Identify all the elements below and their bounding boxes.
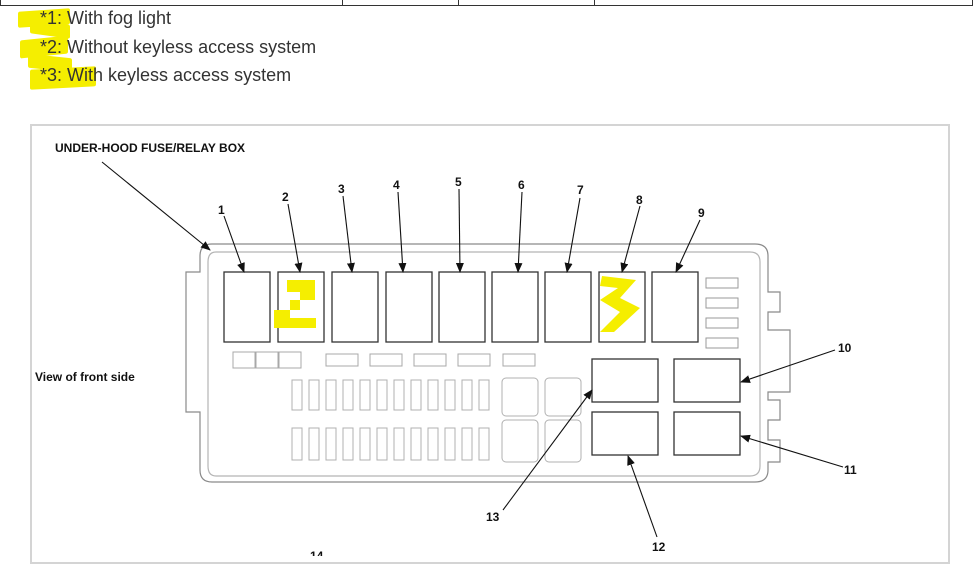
table-col-divider (458, 0, 459, 6)
lower-relays (591, 358, 741, 456)
footnote-1: *1: With fog light (40, 8, 172, 28)
callout-1: 1 (218, 203, 225, 217)
footnote-3: *3: With keyless access system (40, 65, 292, 85)
diagram-frame (30, 124, 950, 564)
relay-6 (491, 271, 539, 343)
table-col-divider (594, 0, 595, 6)
leader-lines (101, 161, 844, 538)
callout-8: 8 (636, 193, 643, 207)
relay-4 (385, 271, 433, 343)
callout-7: 7 (577, 183, 584, 197)
table-col-divider (972, 0, 973, 6)
callout-numbers: 1 2 3 4 5 6 7 8 9 10 11 12 13 14 (218, 175, 857, 556)
callout-14: 14 (310, 549, 324, 556)
relay-5 (438, 271, 486, 343)
callout-12: 12 (652, 540, 666, 554)
callout-13: 13 (486, 510, 500, 524)
relay-1 (223, 271, 271, 343)
relay-12 (591, 411, 659, 456)
fuse-box-housing (185, 243, 791, 483)
blade-fuse-grid (291, 377, 582, 463)
callout-10: 10 (838, 341, 852, 355)
view-label: View of front side (35, 370, 135, 384)
callout-6: 6 (518, 178, 525, 192)
callout-5: 5 (455, 175, 462, 189)
box-label: UNDER-HOOD FUSE/RELAY BOX (55, 141, 245, 155)
mini-fuse-column (705, 277, 739, 349)
callout-3: 3 (338, 182, 345, 196)
footnote-2: *2: Without keyless access system (40, 37, 317, 57)
callout-9: 9 (698, 206, 705, 220)
relay-7 (544, 271, 592, 343)
callout-11: 11 (844, 463, 857, 477)
fuse-row (232, 351, 536, 369)
relay-3 (331, 271, 379, 343)
relay-9 (651, 271, 699, 343)
table-col-divider (0, 0, 1, 6)
table-bottom-edge (0, 0, 975, 6)
relay-11 (673, 411, 741, 456)
handwritten-mark-3 (600, 276, 640, 332)
relay-10 (673, 358, 741, 403)
table-bottom-border (0, 5, 972, 6)
callout-2: 2 (282, 190, 289, 204)
relay-row (223, 271, 699, 343)
relay-13 (591, 358, 659, 403)
table-col-divider (342, 0, 343, 6)
handwritten-mark-2 (274, 280, 316, 328)
callout-4: 4 (393, 178, 400, 192)
